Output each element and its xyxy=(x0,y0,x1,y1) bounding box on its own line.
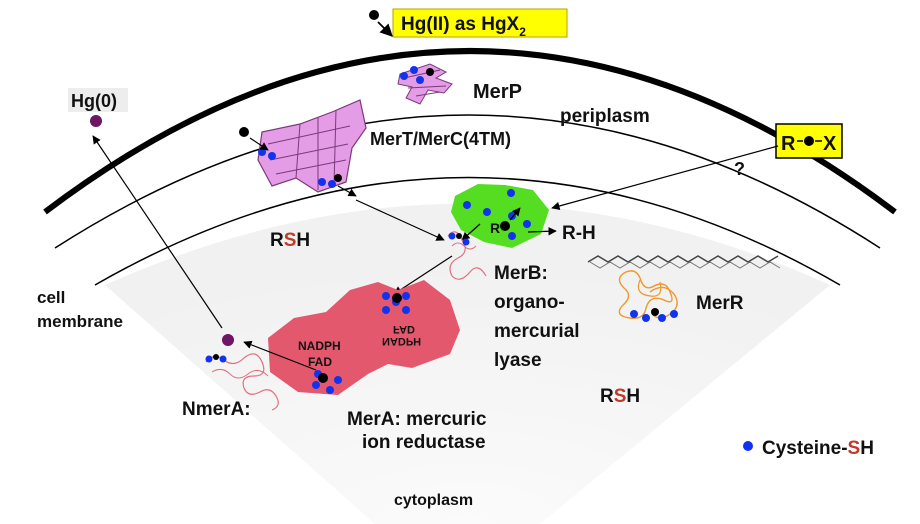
svg-text:FAD: FAD xyxy=(393,323,415,335)
fad-label: FAD xyxy=(308,355,332,369)
nmera-hg-dot xyxy=(222,334,234,346)
nmera-label: NmerA: xyxy=(182,399,251,420)
merb-label-line1: MerB: xyxy=(494,263,548,284)
nadph-mirrored: NADPH xyxy=(382,335,421,347)
hg-input-box xyxy=(392,8,568,38)
rsh-label-1: RSH xyxy=(270,230,310,251)
merr-label: MerR xyxy=(696,293,744,314)
merp-protein xyxy=(397,63,453,105)
merb-label-line2: organo- xyxy=(494,292,565,313)
cytoplasm-region xyxy=(105,203,830,524)
nmera-to-mera-arrow xyxy=(393,255,453,295)
merb-to-rh-arrow xyxy=(527,227,557,236)
question-label: ? xyxy=(734,159,745,179)
mera-label-line2: ion reductase xyxy=(362,432,486,453)
hg0-release-arrow xyxy=(92,135,223,329)
mert-merc-transporter xyxy=(257,99,367,193)
rx-r-label: R xyxy=(781,133,796,155)
mera-label-line1: MerA: mercuric xyxy=(347,409,487,430)
hg2-dot xyxy=(369,10,379,20)
merp-label: MerP xyxy=(473,81,522,103)
inner-membrane-inner-line xyxy=(94,176,841,286)
cell-label-line2: membrane xyxy=(37,312,123,331)
fad-mirrored: FAD xyxy=(393,323,415,335)
outer-membrane xyxy=(43,48,897,215)
periplasm-label: periplasm xyxy=(560,106,650,127)
mert-to-nmera-arrow xyxy=(355,199,445,241)
hg0-box xyxy=(68,88,128,112)
mert-to-merb-arrow xyxy=(337,185,357,197)
nmera-domain-upper xyxy=(447,231,487,280)
mert-hg-dot xyxy=(239,127,249,137)
mera-to-nmera-arrow xyxy=(243,340,317,371)
merb-to-nmera-arrow xyxy=(461,223,481,241)
merb-label-line4: lyase xyxy=(494,350,542,371)
hg0-label: Hg(0) xyxy=(71,91,117,111)
rsh-label-2: RSH xyxy=(600,386,640,407)
hg0-dot xyxy=(90,115,102,127)
mert-label: MerT/MerC(4TM) xyxy=(370,129,511,149)
hg-input-label: Hg(II) as HgX2 xyxy=(401,14,526,39)
cell-label-line1: cell xyxy=(37,288,65,307)
rx-hg-dot xyxy=(804,136,814,146)
rh-label: R-H xyxy=(562,223,596,244)
merr-regulator xyxy=(587,255,781,322)
legend-label: Cysteine-SH xyxy=(762,438,874,459)
nadph-label: NADPH xyxy=(298,339,341,353)
rx-to-merb-arrow xyxy=(551,145,779,211)
legend-cysteine-dot xyxy=(743,441,753,451)
svg-text:NADPH: NADPH xyxy=(382,335,421,347)
mera-enzyme xyxy=(268,280,460,395)
mert-entry-arrow xyxy=(249,137,269,151)
rx-x-label: X xyxy=(823,133,837,155)
cytoplasm-label: cytoplasm xyxy=(394,492,473,509)
inner-membrane-outer-line xyxy=(54,114,881,249)
merb-label-line3: mercurial xyxy=(494,321,580,342)
merb-r-label: R xyxy=(490,220,500,236)
merb-inner-arrow xyxy=(509,207,521,221)
hg2-arrow xyxy=(377,21,393,37)
nmera-domain-lower xyxy=(205,353,279,411)
